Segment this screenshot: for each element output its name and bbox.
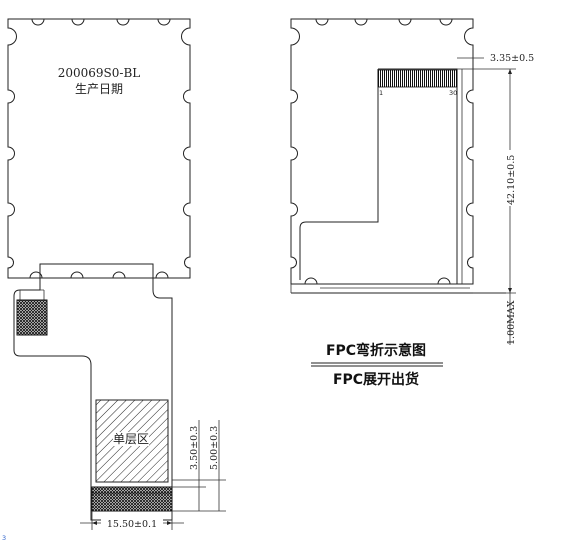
right-dims: 3.35±0.5 42.10±0.5 1.00MAX [457, 53, 534, 345]
corner-mark: 3 [2, 534, 6, 542]
left-vertical-dims: 3.50±0.3 5.00±0.3 [172, 420, 226, 512]
dim-top: 3.35±0.5 [490, 53, 534, 64]
left-view: 200069S0-BL 生产日期 单层区 3.50±0.3 5.00±0.3 [2, 18, 226, 542]
single-layer-label-bg [113, 432, 149, 446]
left-lcd-frame [7, 18, 191, 279]
right-fpc-bent [299, 68, 458, 284]
right-top-notches [315, 18, 453, 26]
caption-bent: FPC弯折示意图 [326, 342, 426, 359]
dim-finger: 5.00±0.3 [209, 426, 220, 470]
part-number: 200069S0-BL [58, 66, 141, 80]
fpc-pins [377, 69, 458, 88]
right-lcd-frame [290, 18, 474, 285]
single-layer-label: 单层区 [113, 432, 149, 446]
left-ic-block [16, 299, 48, 336]
left-fpc-inner [19, 289, 45, 300]
dim-max: 1.00MAX [506, 300, 517, 345]
left-width-dim: 15.50±0.1 [80, 511, 184, 530]
dim-height: 42.10±0.5 [506, 155, 517, 205]
left-bottom-notches [29, 271, 169, 279]
left-top-notches [31, 18, 171, 26]
date-label: 生产日期 [75, 82, 123, 96]
caption-unfolded: FPC展开出货 [333, 371, 419, 388]
dim-stiffener: 3.50±0.3 [189, 426, 200, 470]
dim-width: 15.50±0.1 [107, 519, 157, 530]
pin-first-label: 1 [379, 89, 383, 97]
pin-last-label: 30 [449, 89, 457, 97]
gold-fingers [91, 486, 173, 512]
right-view: 1 30 3.35±0.5 42.10±0.5 1.00MAX FPC弯折示意图… [290, 18, 534, 388]
left-fpc-outline [13, 263, 173, 521]
right-bottom-notches [304, 277, 451, 285]
